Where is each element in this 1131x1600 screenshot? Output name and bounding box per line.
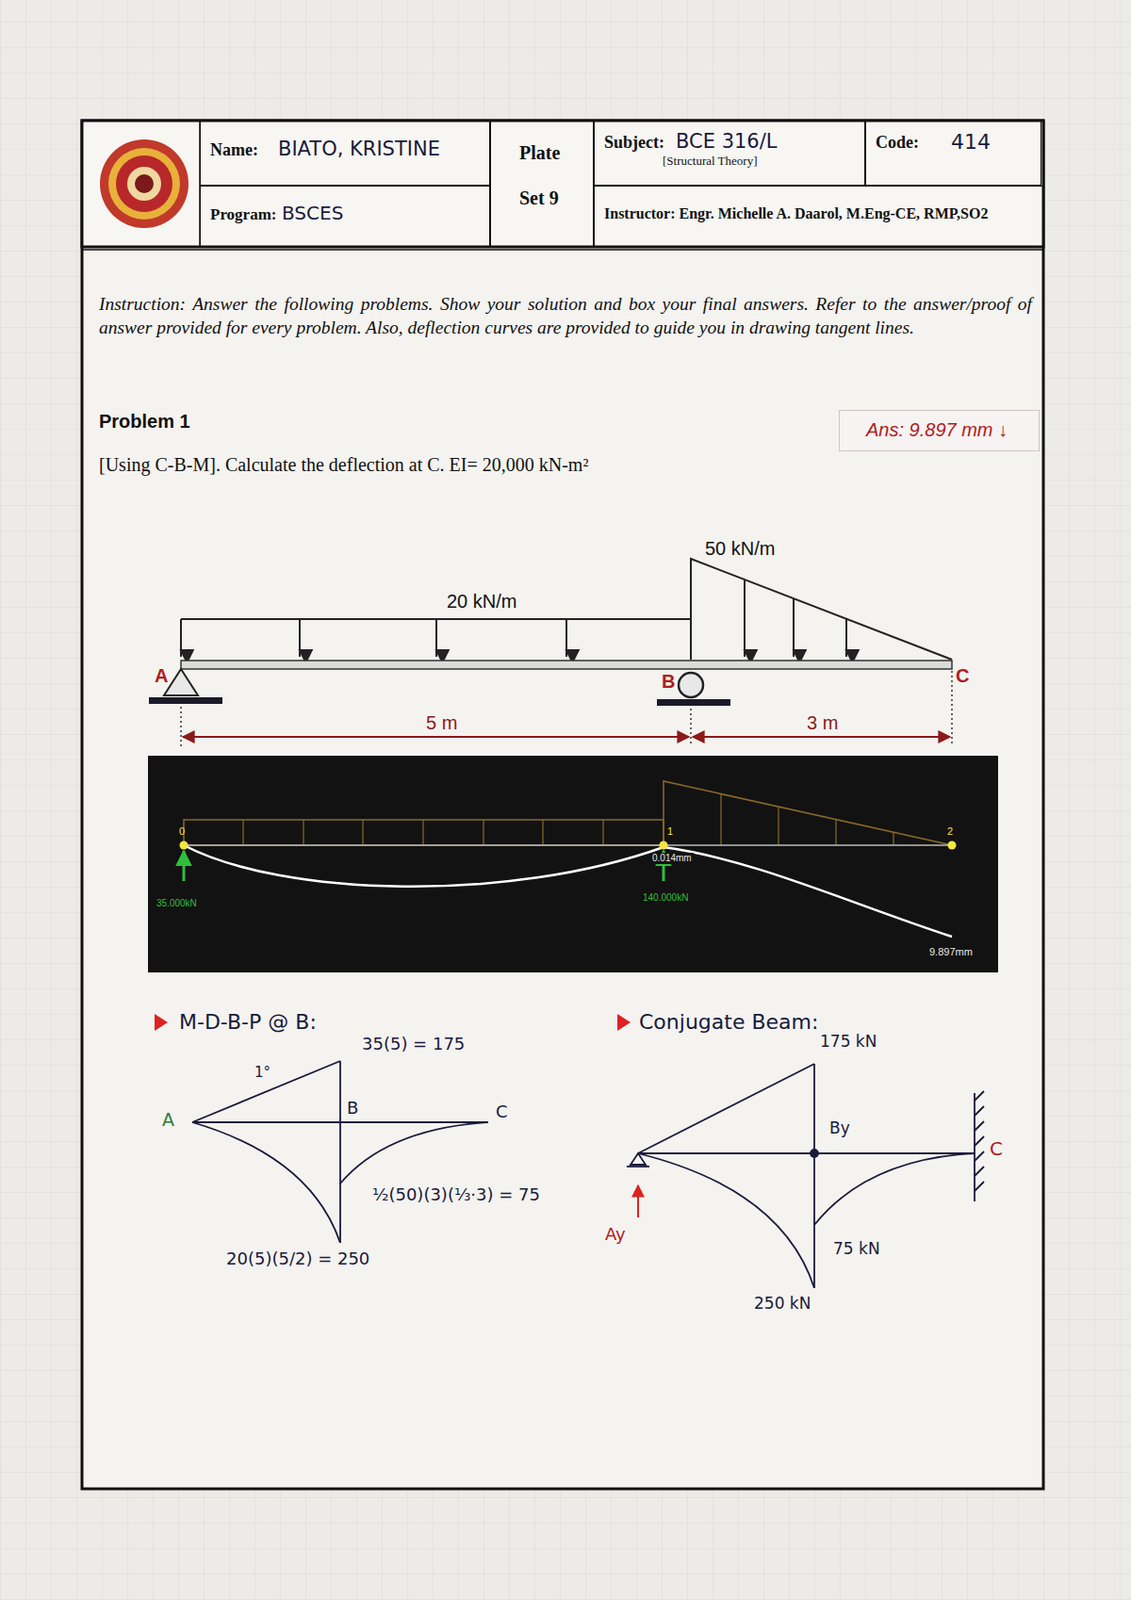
conjugate-load: 250 kN	[754, 1294, 811, 1314]
moment-value: ½(50)(3)(⅓·3) = 75	[372, 1185, 541, 1206]
page-frame	[81, 120, 1044, 1490]
reaction-value: 35.000kN	[156, 898, 197, 910]
header-cell: Name: BIATO, KRISTINE	[199, 120, 491, 186]
node-number: 2	[947, 825, 953, 838]
field-label: Program:	[210, 205, 278, 225]
handwritten-entry: BIATO, KRISTINE	[278, 137, 441, 161]
field-value: Instructor: Engr. Michelle A. Daarol, M.…	[604, 205, 988, 223]
field-label: Plate	[519, 142, 560, 164]
point-letter: C	[955, 665, 969, 688]
field-value: Set 9	[519, 187, 559, 210]
field-label: Subject:	[604, 132, 665, 153]
header-cell: Code: 414	[865, 120, 1042, 186]
load-label: 20 kN/m	[446, 590, 517, 613]
field-label: Code:	[875, 132, 919, 153]
dimension-label: 3 m	[806, 712, 838, 735]
moment-value: 20(5)(5/2) = 250	[226, 1249, 370, 1270]
university-logo	[99, 139, 189, 229]
deflection-value: 9.897mm	[929, 946, 973, 959]
header-cell: Subject: BCE 316/L[Structural Theory]	[593, 120, 866, 186]
problem-heading: Problem 1	[98, 410, 191, 433]
sketch-heading: Conjugate Beam:	[639, 1010, 819, 1034]
reaction-label: Ay	[605, 1225, 626, 1246]
moment-value: 35(5) = 175	[361, 1034, 465, 1055]
sketch-heading: M-D-B-P @ B:	[179, 1010, 317, 1034]
handwritten-entry: BSCES	[281, 202, 344, 225]
node-number: 0	[179, 825, 185, 838]
sketch-note: 1°	[254, 1065, 271, 1082]
header-frame	[81, 120, 1044, 247]
deflection-value: 0.014mm	[650, 852, 694, 865]
support-letter: B	[661, 671, 675, 693]
field-label: Name:	[210, 140, 259, 161]
handwritten-entry: 414	[950, 130, 991, 154]
point-letter: C	[989, 1138, 1003, 1161]
point-letter: A	[162, 1110, 175, 1131]
instruction-text: Instruction: Answer the following proble…	[98, 292, 1033, 341]
answer-box: Ans: 9.897 mm ↓	[838, 409, 1040, 452]
conjugate-load: 175 kN	[819, 1032, 877, 1052]
header-cell: Instructor: Engr. Michelle A. Daarol, M.…	[593, 185, 1044, 247]
header-cell: PlateSet 9	[490, 120, 594, 247]
reaction-value: 140.000kN	[642, 892, 689, 904]
header-rule	[81, 248, 1044, 251]
answer-text: Ans: 9.897 mm ↓	[866, 419, 1008, 442]
conjugate-beam-sketch	[617, 1014, 984, 1289]
handwritten-entry: BCE 316/L	[675, 130, 778, 153]
dimension-label: 5 m	[426, 712, 458, 735]
support-letter: A	[154, 665, 168, 688]
point-letter: B	[346, 1098, 359, 1119]
load-label: 50 kN/m	[704, 538, 775, 560]
header-cell: Program:BSCES	[199, 185, 491, 247]
analysis-screenshot	[147, 755, 999, 973]
conjugate-load: 75 kN	[833, 1240, 881, 1260]
reaction-label: By	[829, 1119, 851, 1139]
beam-figure	[148, 558, 952, 747]
node-number: 1	[667, 825, 673, 838]
field-note: [Structural Theory]	[662, 154, 757, 169]
point-letter: C	[495, 1102, 509, 1123]
moment-diagram-sketch	[154, 1014, 489, 1244]
problem-statement: [Using C-B-M]. Calculate the deflection …	[98, 454, 589, 476]
